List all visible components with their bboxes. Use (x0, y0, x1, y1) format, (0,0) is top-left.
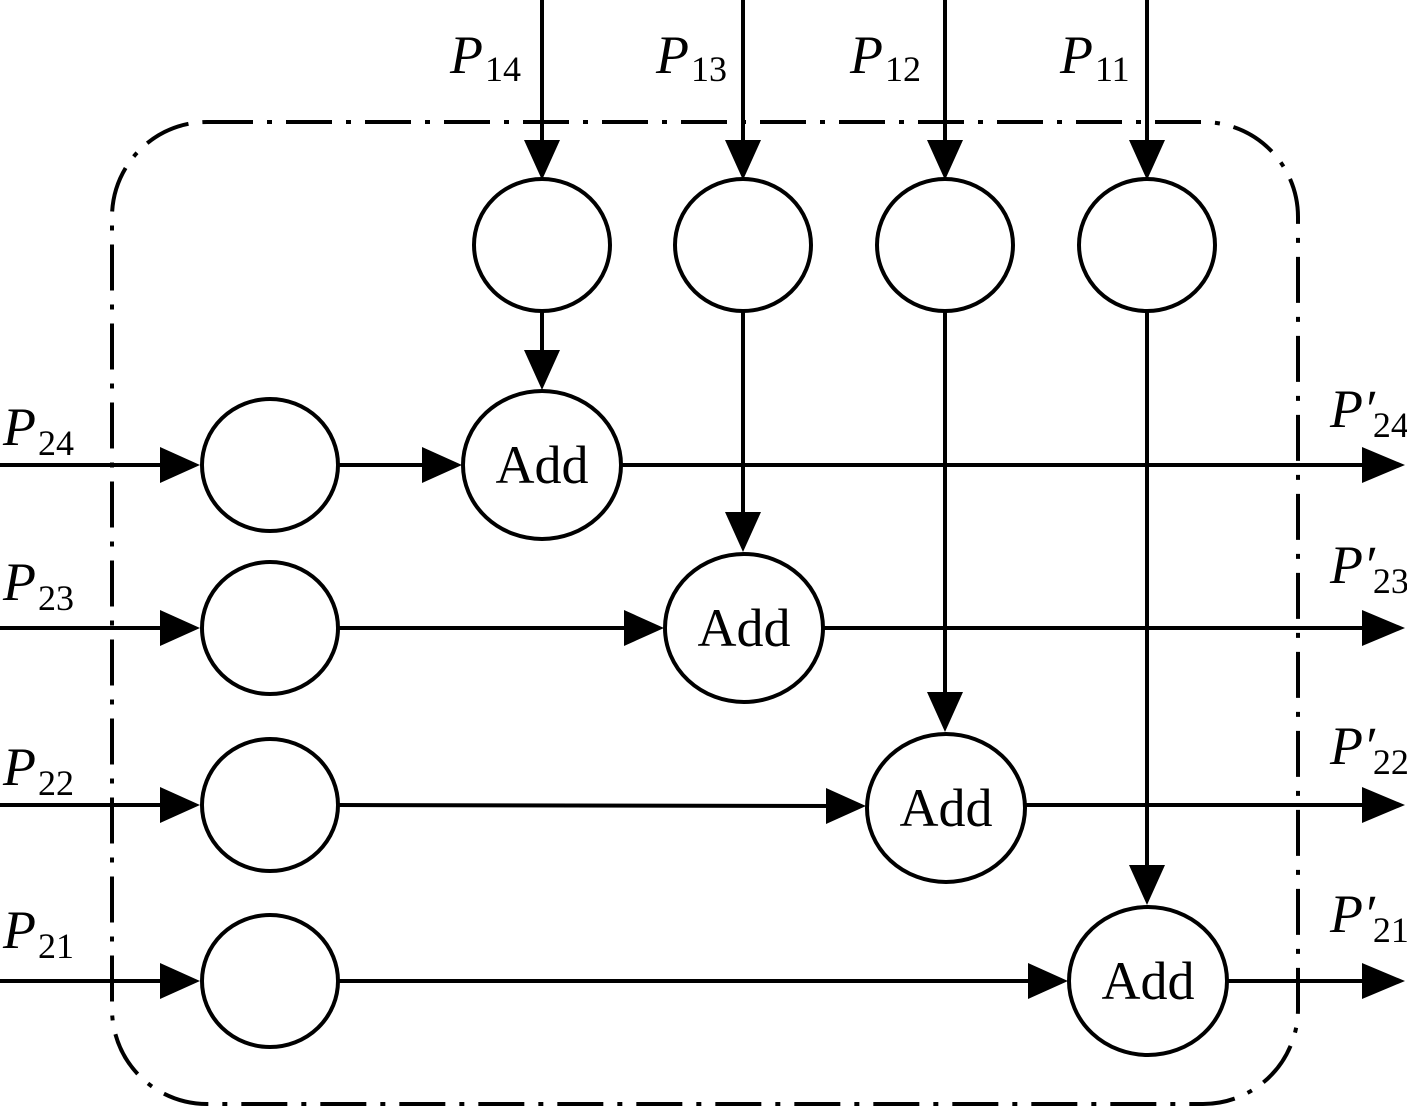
add-node-label: Add (1102, 951, 1195, 1011)
top-node-p12 (875, 177, 1015, 313)
top-node-p13 (673, 177, 813, 313)
arrow-head-icon (422, 447, 462, 483)
arrow-head-icon (927, 692, 963, 732)
column-p12 (875, 0, 1015, 732)
row-p22: Add (0, 732, 1405, 884)
label-p24: P24 (2, 397, 74, 463)
label-p24-out: P′24 (1329, 379, 1407, 445)
row-p21: Add (0, 905, 1405, 1057)
arrow-head-icon (725, 140, 761, 180)
left-node-p23 (200, 560, 340, 696)
label-p14: P14 (449, 25, 521, 89)
label-p21: P21 (2, 900, 74, 966)
label-p22-out: P′22 (1329, 716, 1407, 782)
module-boundary (110, 120, 1300, 1106)
label-p21-out: P′21 (1329, 884, 1407, 950)
label-p11: P11 (1059, 25, 1130, 89)
left-node-p21 (200, 913, 340, 1049)
arrow-head-icon (160, 610, 200, 646)
arrow-head-icon (524, 350, 560, 390)
add-node-label: Add (698, 598, 791, 658)
arrow-head-icon (1028, 963, 1068, 999)
add-node-label: Add (496, 435, 589, 495)
arrow-head-icon (160, 963, 200, 999)
arrow-head-icon (826, 788, 866, 824)
top-node-p14 (472, 177, 612, 313)
add-node-label: Add (900, 778, 993, 838)
arrow-head-icon (1362, 963, 1405, 999)
arrow-head-icon (160, 787, 200, 823)
add-node-3 (865, 732, 1027, 884)
label-p22: P22 (2, 737, 74, 803)
arrow-head-icon (1362, 610, 1405, 646)
label-p12: P12 (849, 25, 921, 89)
arrow-head-icon (624, 610, 664, 646)
row-p24: Add (0, 389, 1405, 541)
label-p23-out: P′23 (1329, 535, 1407, 601)
arrow-head-icon (1362, 447, 1405, 483)
column-p13 (673, 0, 813, 552)
arrow-head-icon (725, 512, 761, 552)
arrow-head-icon (1362, 787, 1405, 823)
arrow-head-icon (1129, 140, 1165, 180)
arrow-head-icon (927, 140, 963, 180)
column-p11 (1077, 0, 1217, 905)
row-p23: Add (0, 552, 1405, 704)
arrow-head-icon (1129, 865, 1165, 905)
arrow-head-icon (524, 140, 560, 180)
column-p14 (472, 0, 612, 390)
label-p13: P13 (655, 25, 727, 89)
top-node-p11 (1077, 177, 1217, 313)
left-node-p22 (200, 737, 340, 873)
left-node-p24 (200, 397, 340, 533)
arrow-head-icon (160, 447, 200, 483)
label-p23: P23 (2, 552, 74, 618)
